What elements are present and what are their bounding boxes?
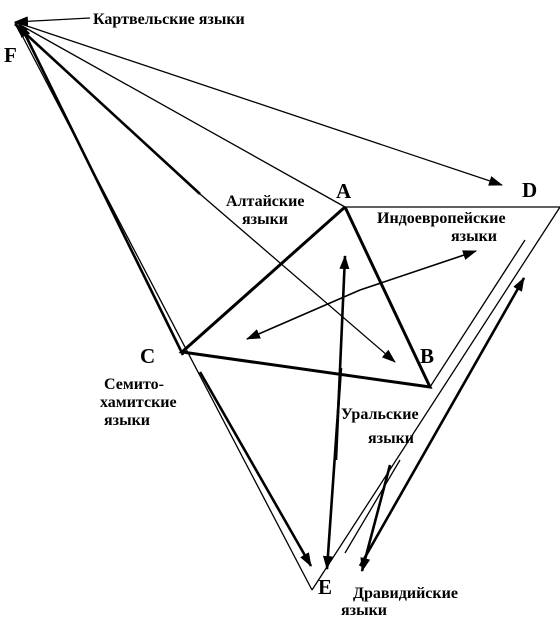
point-f-label: F bbox=[4, 43, 17, 67]
arrow-to-c-side bbox=[246, 289, 361, 340]
dravidian-label-line2: языки bbox=[341, 602, 387, 619]
dravidian-label-line1: Дравидийские bbox=[353, 585, 458, 602]
line-f-a bbox=[14, 21, 346, 208]
bold-arrows bbox=[14, 23, 526, 572]
altaic-label-line2: языки bbox=[242, 211, 288, 228]
thin-arrows bbox=[14, 16, 503, 363]
line-e-inner bbox=[344, 459, 401, 554]
point-b-label: B bbox=[420, 344, 434, 368]
kartvelian-label: Картвельские языки bbox=[93, 11, 245, 28]
semito-hamitic-label-line2: хамитские bbox=[100, 394, 177, 411]
diagonal-double-arrow bbox=[246, 250, 477, 340]
uralic-label-line1: Уральские bbox=[341, 406, 419, 423]
indo-european-label-line2: языки bbox=[451, 228, 497, 245]
arrow-to-d-side bbox=[358, 277, 526, 567]
arrow-to-indo-european bbox=[359, 250, 477, 291]
point-e-label: E bbox=[318, 575, 332, 599]
triangle-a-b-c bbox=[178, 205, 433, 389]
arrow-c-f bbox=[18, 23, 185, 356]
arrow-up-vertical bbox=[334, 255, 350, 461]
point-d-label: D bbox=[522, 178, 537, 202]
arrow-kartvelian bbox=[14, 16, 91, 27]
altaic-label-line1: Алтайские bbox=[226, 193, 304, 210]
point-c-label: C bbox=[140, 344, 155, 368]
outline-lines bbox=[14, 21, 560, 591]
point-a-label: A bbox=[336, 179, 352, 203]
arrow-to-f-from-inner bbox=[14, 23, 201, 195]
line-e-d bbox=[311, 206, 560, 591]
core-triangle bbox=[178, 205, 433, 389]
arrow-f-d bbox=[14, 21, 503, 186]
uralic-label-line2: языки bbox=[368, 430, 414, 447]
arrow-c-e bbox=[198, 371, 313, 567]
arrow-to-b bbox=[199, 193, 396, 363]
indo-european-label-line1: Индоевропейские bbox=[377, 210, 506, 227]
line-b-d-side bbox=[429, 239, 526, 388]
semito-hamitic-label-line3: языки bbox=[104, 412, 150, 429]
semito-hamitic-label-line1: Семито- bbox=[104, 376, 164, 393]
